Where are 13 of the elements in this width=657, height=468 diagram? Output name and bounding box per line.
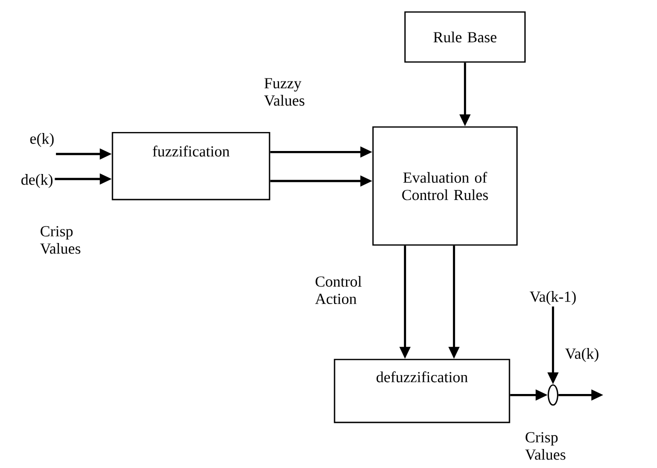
signal-label: de(k) — [21, 174, 52, 188]
text-label: Crisp Values — [40, 226, 80, 254]
process-box: defuzzification — [334, 358, 510, 424]
process-box: Rule Base — [404, 11, 526, 63]
text-label: Crisp Values — [525, 432, 566, 460]
text-label: Control Action — [315, 276, 362, 304]
process-box: fuzzification — [112, 132, 270, 200]
signal-label: Va(k-1) — [530, 291, 576, 305]
signal-label: e(k) — [30, 133, 54, 147]
text-label: Va(k) — [565, 348, 598, 362]
summing-junction — [548, 384, 558, 406]
process-box: Evaluation of Control Rules — [372, 126, 518, 246]
text-label: Fuzzy Values — [264, 78, 304, 106]
